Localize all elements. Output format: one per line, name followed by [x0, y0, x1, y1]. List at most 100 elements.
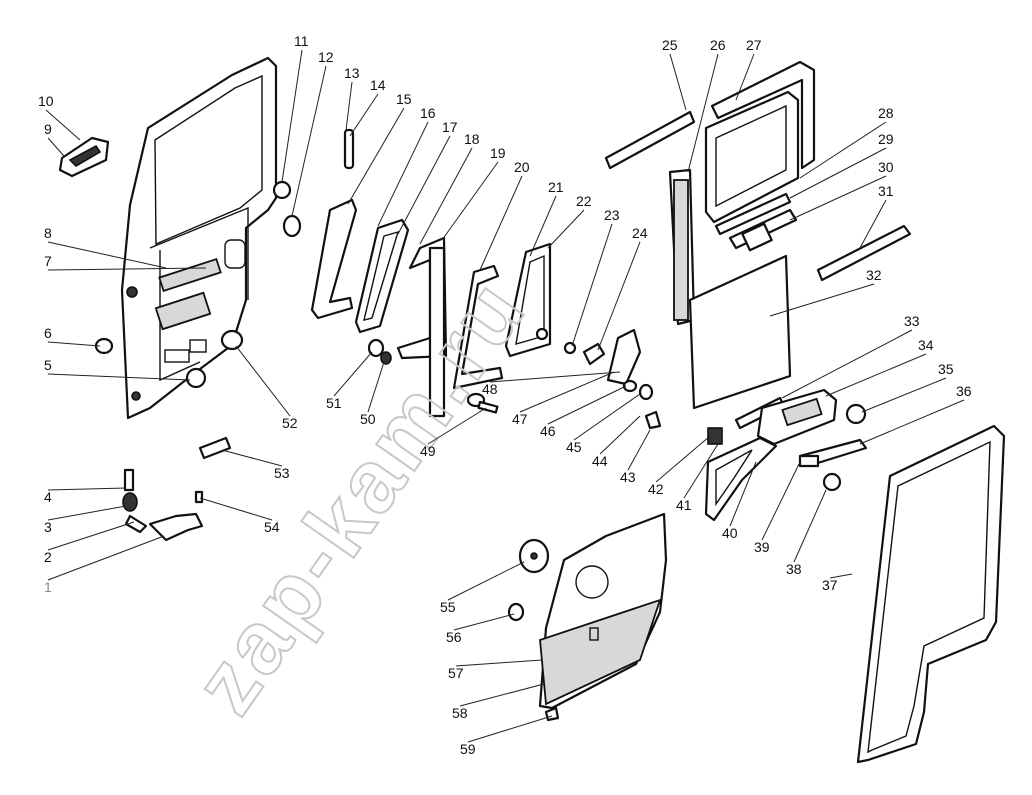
leader-15: [347, 107, 405, 205]
callout-label-2: 2: [44, 549, 52, 565]
handle-39: [798, 454, 820, 468]
bolt-4: [123, 468, 135, 492]
leader-17: [397, 135, 451, 235]
callout-label-41: 41: [676, 497, 692, 513]
callout-labels: 1234567891011121314151617181920212223242…: [38, 33, 972, 757]
leader-48: [489, 371, 621, 383]
leader-59: [467, 715, 553, 743]
leader-2: [47, 521, 135, 551]
leader-20: [479, 175, 523, 271]
callout-label-4: 4: [44, 489, 52, 505]
callout-label-51: 51: [326, 395, 342, 411]
callout-label-6: 6: [44, 325, 52, 341]
leader-29: [789, 147, 887, 199]
leader-27: [735, 53, 755, 101]
leader-49: [427, 407, 487, 445]
leader-45: [573, 393, 641, 441]
leader-51: [333, 351, 373, 397]
callout-label-42: 42: [648, 481, 664, 497]
armrest-40: [704, 436, 778, 522]
washer-51: [367, 338, 385, 358]
callout-label-12: 12: [318, 49, 334, 65]
parts-layer: [58, 56, 1006, 764]
callout-label-35: 35: [938, 361, 954, 377]
callout-label-10: 10: [38, 93, 54, 109]
callout-label-15: 15: [396, 91, 412, 107]
callout-label-17: 17: [442, 119, 458, 135]
callout-label-46: 46: [540, 423, 556, 439]
leader-18: [419, 147, 473, 245]
callout-label-28: 28: [878, 105, 894, 121]
knob-35: [845, 403, 867, 425]
leader-39: [761, 461, 801, 541]
leader-33: [781, 329, 913, 399]
callout-label-29: 29: [878, 131, 894, 147]
callout-label-34: 34: [918, 337, 934, 353]
door-frame: [120, 56, 278, 420]
screw-54: [194, 490, 204, 504]
leader-31: [859, 199, 887, 249]
callout-label-21: 21: [548, 179, 564, 195]
bracket-48: [606, 328, 642, 386]
leader-7: [47, 267, 207, 271]
lever-1: [148, 512, 204, 542]
callout-label-23: 23: [604, 207, 620, 223]
part-46: [622, 379, 638, 393]
leader-50: [367, 361, 385, 413]
leader-34: [825, 353, 927, 397]
leader-26: [687, 53, 719, 173]
leader-52: [235, 345, 291, 417]
callout-label-33: 33: [904, 313, 920, 329]
callout-label-55: 55: [440, 599, 456, 615]
plug-38: [822, 472, 842, 492]
leader-46: [547, 385, 627, 425]
callout-label-13: 13: [344, 65, 360, 81]
callout-label-22: 22: [576, 193, 592, 209]
outside-handle: [58, 136, 110, 178]
callout-label-50: 50: [360, 411, 376, 427]
callout-label-30: 30: [878, 159, 894, 175]
callout-label-53: 53: [274, 465, 290, 481]
leader-53: [221, 449, 283, 467]
leader-47: [519, 371, 615, 413]
callout-label-20: 20: [514, 159, 530, 175]
glass-32: [688, 254, 792, 410]
leader-9: [47, 137, 65, 157]
leader-23: [571, 223, 613, 347]
clip-41: [707, 427, 723, 445]
callout-label-9: 9: [44, 121, 52, 137]
callout-label-8: 8: [44, 225, 52, 241]
callout-label-32: 32: [866, 267, 882, 283]
callout-label-52: 52: [282, 415, 298, 431]
leader-21: [529, 195, 557, 257]
leader-30: [789, 175, 887, 221]
door-seal-37: [856, 424, 1006, 764]
leader-22: [547, 209, 585, 249]
callout-label-36: 36: [956, 383, 972, 399]
leader-12: [291, 65, 327, 217]
glass-22: [504, 242, 552, 358]
leader-38: [793, 489, 827, 563]
nut-50: [380, 351, 392, 365]
leader-25: [669, 53, 687, 111]
clip-43: [644, 410, 662, 430]
leader-13: [345, 81, 353, 131]
leader-56: [453, 613, 515, 631]
callout-label-18: 18: [464, 131, 480, 147]
leader-1: [47, 535, 165, 581]
seal-16: [354, 218, 410, 334]
callout-label-3: 3: [44, 519, 52, 535]
lock-52: [220, 329, 244, 351]
callout-label-5: 5: [44, 357, 52, 373]
leader-28: [799, 121, 887, 179]
leader-42: [655, 435, 711, 483]
leader-5: [47, 373, 191, 381]
callout-label-57: 57: [448, 665, 464, 681]
callout-label-40: 40: [722, 525, 738, 541]
callout-label-16: 16: [420, 105, 436, 121]
leader-57: [455, 659, 543, 667]
callout-label-59: 59: [460, 741, 476, 757]
leader-58: [459, 683, 545, 707]
seal-20: [452, 264, 504, 390]
leader-55: [447, 561, 525, 601]
